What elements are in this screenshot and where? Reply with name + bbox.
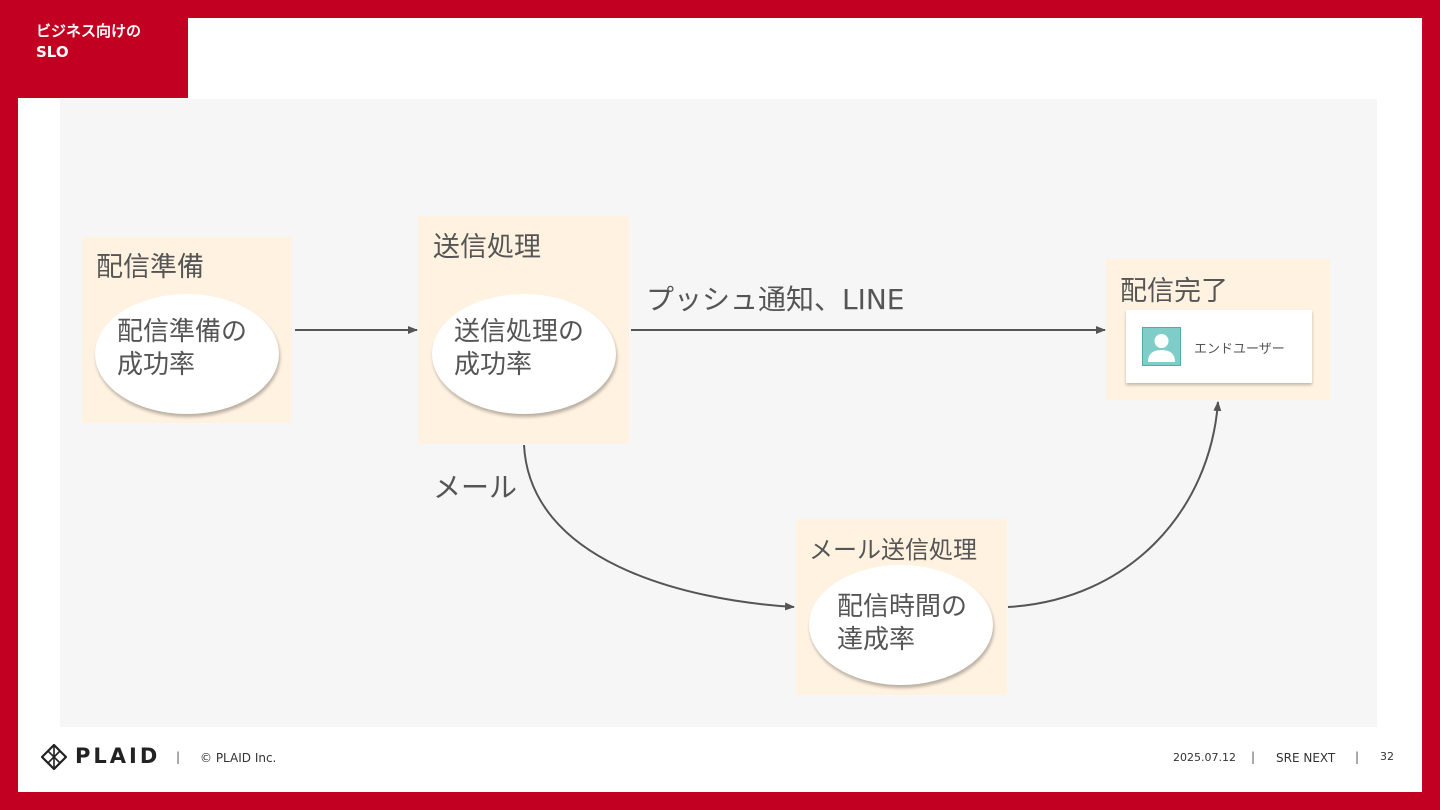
node-prep-label: 配信準備 — [96, 252, 204, 283]
node-prep-metric: 配信準備の 成功率 — [95, 294, 279, 414]
node-prep-metric-text: 配信準備の 成功率 — [117, 317, 248, 380]
edge-mail-label: メール — [433, 471, 518, 504]
end-user-label: エンドユーザー — [1194, 342, 1285, 357]
node-send-label: 送信処理 — [433, 232, 541, 263]
slide-title: ビジネス向けの SLO — [18, 18, 188, 98]
edge-send-to-mail — [523, 444, 795, 611]
footer-copyright: © PLAID Inc. — [200, 751, 277, 765]
end-user-card: エンドユーザー — [1126, 310, 1312, 383]
edge-push-label: プッシュ通知、LINE — [646, 283, 905, 316]
page-number: 32 — [1380, 750, 1394, 763]
plaid-logo-text: PLAID — [75, 744, 161, 768]
user-avatar-icon — [1142, 327, 1181, 366]
footer-date: 2025.07.12 — [1173, 751, 1236, 764]
node-mail-label: メール送信処理 — [809, 536, 977, 564]
footer-sep-1: | — [176, 750, 181, 764]
slide-title-line1: ビジネス向けの — [36, 22, 142, 40]
footer-event: SRE NEXT — [1276, 751, 1336, 765]
node-send-metric: 送信処理の 成功率 — [432, 294, 616, 414]
node-mail-metric: 配信時間の 達成率 — [809, 565, 993, 685]
node-send-metric-text: 送信処理の 成功率 — [454, 317, 585, 380]
footer-sep-2: | — [1251, 750, 1256, 764]
node-done-label: 配信完了 — [1120, 276, 1228, 307]
footer-sep-3: | — [1355, 750, 1360, 764]
node-mail-metric-text: 配信時間の 達成率 — [837, 592, 968, 655]
slide-title-line2: SLO — [36, 43, 69, 61]
plaid-logo-icon — [41, 744, 67, 770]
edge-mail-to-done — [1007, 401, 1222, 608]
